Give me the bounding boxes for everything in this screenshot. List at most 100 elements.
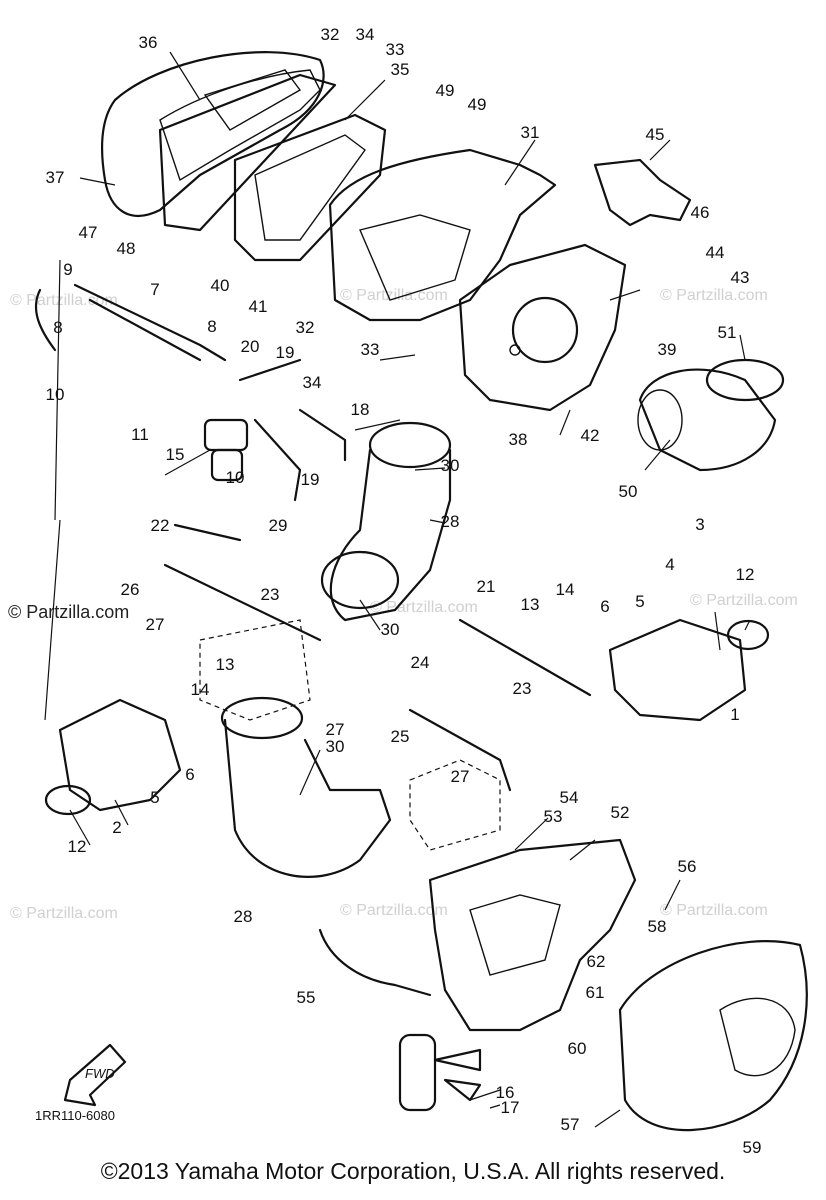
callout-8: 8 [207,317,216,336]
callout-46: 46 [691,203,710,222]
callout-33: 33 [386,40,405,59]
callout-48: 48 [117,239,136,258]
watermark-text: © Partzilla.com [660,287,768,304]
clamp-part [398,1033,482,1112]
callout-26: 26 [121,580,140,599]
callout-62: 62 [587,952,606,971]
callout-32: 32 [321,25,340,44]
callout-13: 13 [216,655,235,674]
callout-7: 7 [150,280,159,299]
fwd-label: FWD [85,1066,115,1081]
callout-59: 59 [743,1138,762,1157]
callout-19: 19 [301,470,320,489]
watermark-text: © Partzilla.com [10,905,118,922]
air-filter-element-part [158,69,337,232]
watermark-text: © Partzilla.com [340,902,448,919]
callout-53: 53 [544,807,563,826]
callout-49: 49 [468,95,487,114]
callout-23: 23 [513,679,532,698]
bracket-part [593,158,692,227]
callout-27: 27 [451,767,470,786]
callout-52: 52 [611,803,630,822]
callout-5: 5 [635,592,644,611]
callout-55: 55 [297,988,316,1007]
callout-12: 12 [736,565,755,584]
forward-arrow-icon: FWD [63,1043,127,1107]
callout-4: 4 [665,555,674,574]
callout-10: 10 [46,385,65,404]
callout-42: 42 [581,426,600,445]
callout-43: 43 [731,268,750,287]
callout-30: 30 [441,456,460,475]
leader-lines [44,51,751,1128]
callout-60: 60 [568,1039,587,1058]
callout-1: 1 [730,705,739,724]
callout-20: 20 [241,337,260,356]
callout-54: 54 [560,788,579,807]
watermark-text: © Partzilla.com [690,592,798,609]
callout-12: 12 [68,837,87,856]
callout-14: 14 [191,680,210,699]
intake-joint-upper-part [320,421,452,622]
callout-33: 33 [361,340,380,359]
valve-part [203,418,249,482]
callout-9: 9 [63,260,72,279]
hose-56-part [318,928,432,997]
callout-17: 17 [501,1098,520,1117]
callout-6: 6 [185,765,194,784]
copyright-footer: ©2013 Yamaha Motor Corporation, U.S.A. A… [100,1158,726,1184]
callout-44: 44 [706,243,725,262]
callout-31: 31 [521,123,540,142]
callout-36: 36 [139,33,158,52]
callout-58: 58 [648,917,667,936]
manifold-right-part [608,618,770,722]
intake-joint-part [637,358,785,472]
watermark-text: © Partzilla.com [8,602,129,622]
callout-32: 32 [296,318,315,337]
callout-18: 18 [351,400,370,419]
drawing-code: 1RR110-6080 [35,1108,115,1123]
filter-frame-part [233,113,387,262]
callout-34: 34 [303,373,322,392]
callout-16: 16 [496,1083,515,1102]
side-cover-part [618,940,808,1132]
callout-28: 28 [441,512,460,531]
callout-14: 14 [556,580,575,599]
callout-34: 34 [356,25,375,44]
air-filter-cover-part [100,51,325,217]
callout-11: 11 [131,425,149,444]
callout-5: 5 [150,788,159,807]
callout-30: 30 [381,620,400,639]
callout-39: 39 [658,340,677,359]
air-filter-case-part [328,148,557,322]
callout-2: 2 [112,818,121,837]
callout-45: 45 [646,125,665,144]
callout-15: 15 [166,445,185,464]
watermark-text: © Partzilla.com [370,599,478,616]
callout-27: 27 [326,720,345,739]
callout-6: 6 [600,597,609,616]
callout-51: 51 [718,323,737,342]
callout-47: 47 [79,223,98,242]
callout-19: 19 [276,343,295,362]
callout-22: 22 [151,516,170,535]
callout-8: 8 [53,318,62,337]
callout-21: 21 [477,577,496,596]
cover-bracket-part [458,243,627,412]
callout-37: 37 [46,168,65,187]
breather-pipe-part [163,523,592,792]
manifold-left-part [44,698,182,816]
callout-29: 29 [269,516,288,535]
callout-25: 25 [391,727,410,746]
intake-joint-lower-part [220,696,392,878]
callout-50: 50 [619,482,638,501]
callout-28: 28 [234,907,253,926]
breather-hose-part [35,283,347,502]
callout-24: 24 [411,653,430,672]
callout-61: 61 [586,983,605,1002]
bracket-lower-part [428,838,637,1032]
callout-40: 40 [211,276,230,295]
callout-57: 57 [561,1115,580,1134]
